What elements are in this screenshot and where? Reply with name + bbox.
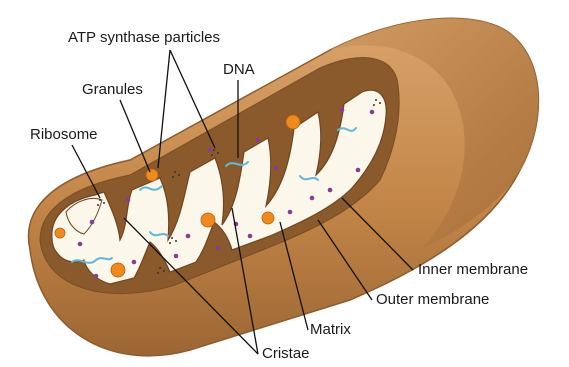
ribosome <box>370 110 375 115</box>
granules-label: Granules <box>82 82 143 97</box>
granule <box>55 228 65 238</box>
inner-membrane-label: Inner membrane <box>418 262 528 277</box>
ribosome <box>288 210 293 215</box>
matrix-label: Matrix <box>310 322 351 337</box>
ribosome <box>78 242 83 247</box>
ribosome <box>340 108 345 113</box>
granule <box>201 213 215 227</box>
ribosome <box>94 274 99 279</box>
ribosome <box>256 138 261 143</box>
ribosome-label: Ribosome <box>30 127 98 142</box>
granule <box>262 212 274 224</box>
ribosome <box>328 188 333 193</box>
granule <box>111 263 125 277</box>
ribosome <box>208 148 213 153</box>
ribosome <box>356 168 361 173</box>
ribosome <box>126 198 131 203</box>
ribosome <box>90 220 95 225</box>
ribosome <box>132 260 137 265</box>
ribosome <box>216 246 221 251</box>
outer-membrane-label: Outer membrane <box>376 292 489 307</box>
ribosome <box>274 166 279 171</box>
atp-synthase-label: ATP synthase particles <box>68 30 220 45</box>
granule <box>146 169 158 181</box>
dna-label: DNA <box>223 62 255 77</box>
granule <box>286 115 300 129</box>
cristae-label: Cristae <box>262 346 310 361</box>
ribosome <box>186 234 191 239</box>
ribosome <box>248 234 253 239</box>
ribosome <box>174 254 179 259</box>
ribosome <box>310 196 315 201</box>
